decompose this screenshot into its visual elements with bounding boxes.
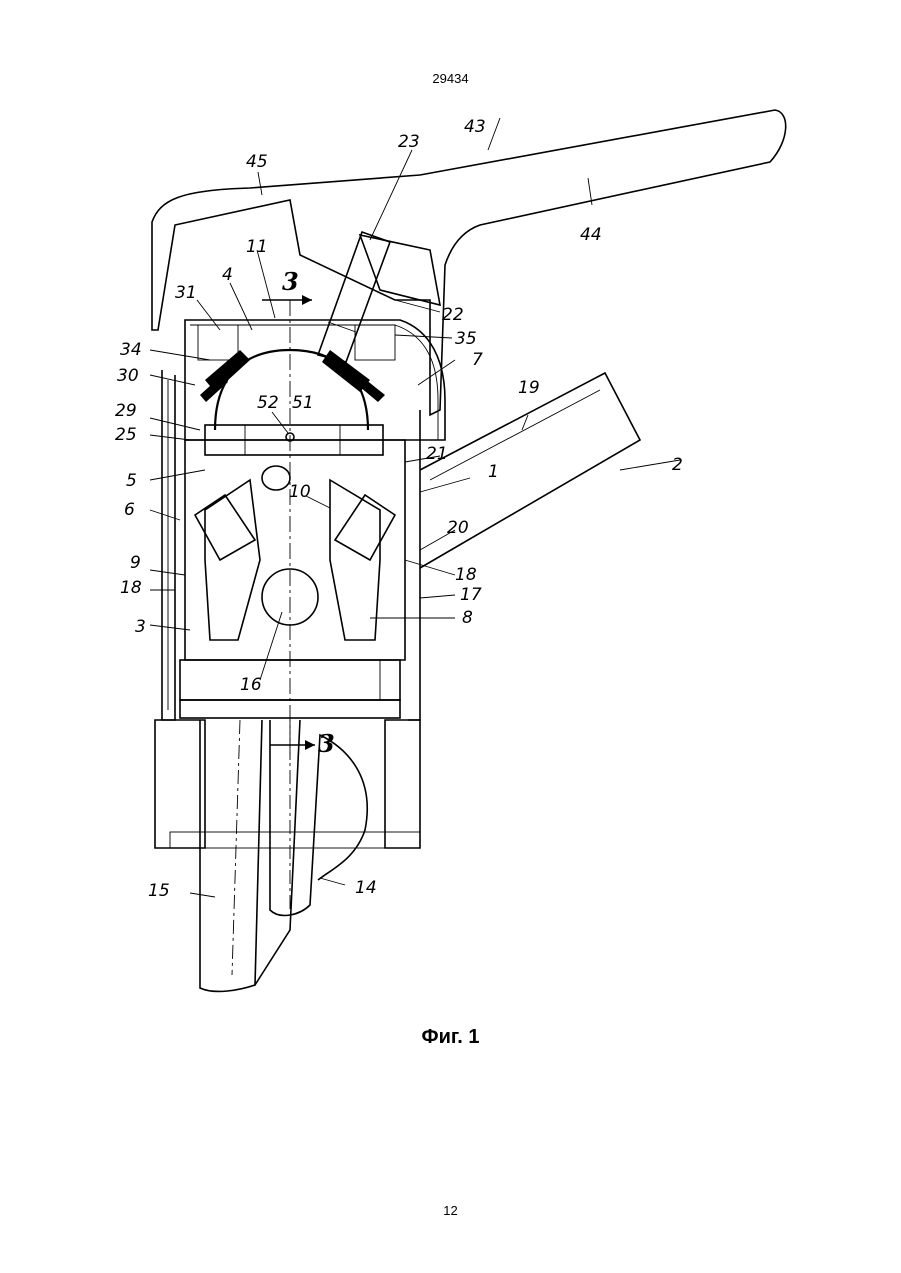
label-34: 34	[120, 340, 142, 360]
label-52: 52	[257, 393, 279, 413]
label-43: 43	[464, 117, 486, 137]
label-31: 31	[175, 283, 197, 303]
label-22: 22	[442, 305, 464, 325]
label-29: 29	[115, 401, 137, 421]
lower-sleeve	[155, 720, 420, 848]
spout-pipe	[420, 373, 640, 568]
label-15: 15	[148, 881, 170, 901]
label-20: 20	[447, 518, 469, 538]
label-section-bottom: 3	[318, 729, 335, 758]
label-35: 35	[455, 329, 477, 349]
label-2: 2	[672, 455, 683, 475]
label-10: 10	[289, 482, 311, 502]
label-23: 23	[398, 132, 420, 152]
label-17: 17	[460, 585, 482, 605]
label-4: 4	[222, 265, 233, 285]
label-3: 3	[135, 617, 146, 637]
label-11: 11	[246, 237, 268, 257]
supply-pipes	[200, 720, 367, 991]
mixer-body	[185, 440, 405, 660]
label-5: 5	[126, 471, 137, 491]
label-45: 45	[246, 152, 268, 172]
label-7: 7	[472, 350, 483, 370]
label-14: 14	[355, 878, 377, 898]
label-21: 21	[426, 444, 448, 464]
page-number: 12	[0, 1203, 901, 1218]
label-44: 44	[580, 225, 602, 245]
label-18-left: 18	[120, 578, 142, 598]
label-51: 51	[292, 393, 314, 413]
outer-housing	[162, 370, 420, 720]
label-25: 25	[115, 425, 137, 445]
label-18-right: 18	[455, 565, 477, 585]
label-8: 8	[462, 608, 473, 628]
label-19: 19	[518, 378, 540, 398]
label-30: 30	[117, 366, 139, 386]
label-1: 1	[488, 462, 499, 482]
label-section-top: 3	[282, 267, 299, 296]
label-9: 9	[130, 553, 141, 573]
section-arrow-bottom	[270, 740, 315, 750]
label-16: 16	[240, 675, 262, 695]
label-6: 6	[124, 500, 135, 520]
figure-caption: Фиг. 1	[0, 1026, 901, 1049]
